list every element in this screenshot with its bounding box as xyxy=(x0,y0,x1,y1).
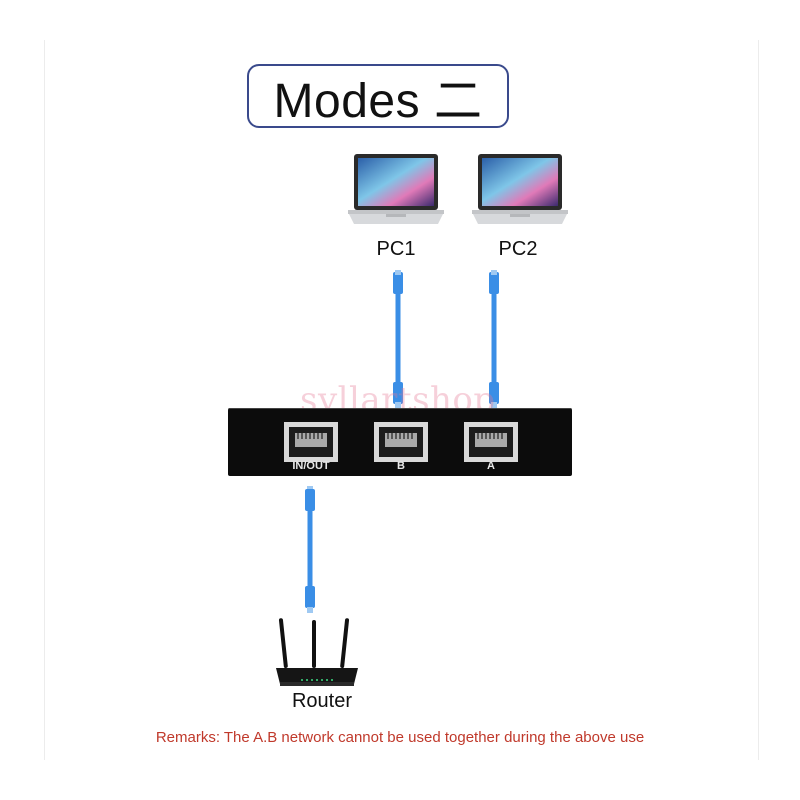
port-in-out-icon xyxy=(284,422,338,462)
right-frame-line xyxy=(758,40,759,760)
pc2-laptop-icon xyxy=(472,154,568,224)
cable-pc2-to-a xyxy=(489,270,499,408)
remarks-text: Remarks: The A.B network cannot be used … xyxy=(155,729,645,746)
cable-pc1-to-b xyxy=(393,270,403,408)
network-switch: IN/OUT B A xyxy=(228,408,572,476)
port-label-in-out: IN/OUT xyxy=(292,460,330,472)
pc2-label: PC2 xyxy=(498,238,538,260)
port-label-b: B xyxy=(397,460,405,472)
port-a-icon xyxy=(464,422,518,462)
mode-title-box: Modes 二 xyxy=(247,64,509,128)
port-label-a: A xyxy=(487,460,495,472)
port-b-icon xyxy=(374,422,428,462)
router-icon xyxy=(276,618,358,686)
left-frame-line xyxy=(44,40,45,760)
pc1-label: PC1 xyxy=(376,238,416,260)
router-label: Router xyxy=(291,690,353,712)
pc1-laptop-icon xyxy=(348,154,444,224)
cable-in-out-to-router xyxy=(305,486,315,613)
mode-title: Modes 二 xyxy=(273,75,483,128)
